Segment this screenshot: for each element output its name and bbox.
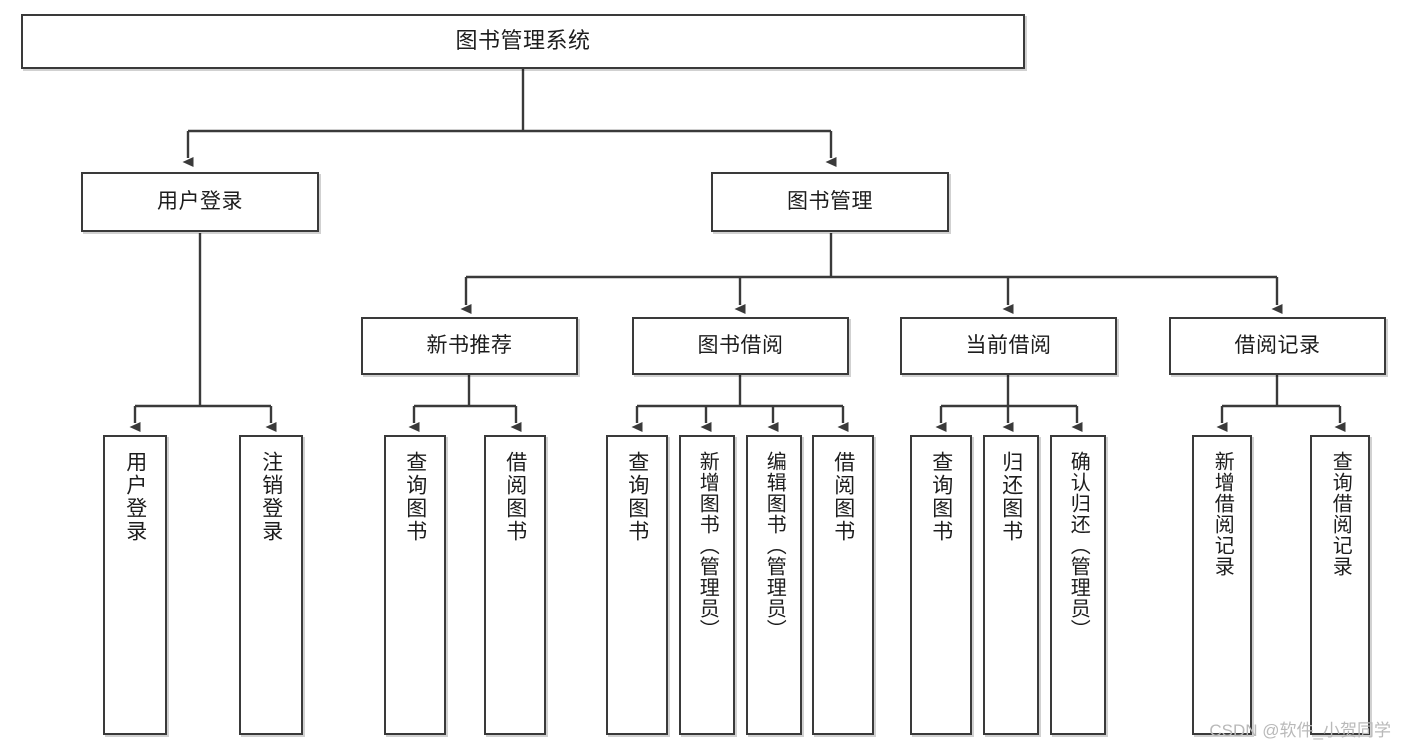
node-label: 查询借阅记录 (1329, 451, 1352, 577)
leaf-query-book-borrow[interactable]: 查询图书 (606, 435, 668, 735)
node-label: 注销登录 (259, 451, 283, 543)
leaf-logout-login[interactable]: 注销登录 (239, 435, 303, 735)
node-label: 新增借阅记录 (1211, 451, 1234, 577)
node-label: 当前借阅 (965, 334, 1052, 358)
leaf-borrow-book-recommend[interactable]: 借阅图书 (484, 435, 546, 735)
node-label: 新书推荐 (426, 334, 513, 358)
node-book-borrow[interactable]: 图书借阅 (632, 317, 849, 375)
node-label: 借阅图书 (503, 451, 527, 543)
node-label: 用户登录 (123, 451, 147, 543)
node-user-login[interactable]: 用户登录 (81, 172, 319, 232)
leaf-query-book-recommend[interactable]: 查询图书 (384, 435, 446, 735)
node-label: 查询图书 (929, 451, 953, 543)
leaf-add-book-admin[interactable]: 新增图书（管理员） (679, 435, 735, 735)
leaf-query-book-current[interactable]: 查询图书 (910, 435, 972, 735)
node-label: 借阅记录 (1234, 334, 1321, 358)
node-label: 归还图书 (999, 451, 1023, 543)
leaf-query-borrow-record[interactable]: 查询借阅记录 (1310, 435, 1370, 735)
leaf-user-login[interactable]: 用户登录 (103, 435, 167, 735)
node-label: 查询图书 (625, 451, 649, 543)
node-label: 图书借阅 (697, 334, 784, 358)
node-new-book-recommend[interactable]: 新书推荐 (361, 317, 578, 375)
leaf-return-book[interactable]: 归还图书 (983, 435, 1039, 735)
node-book-management[interactable]: 图书管理 (711, 172, 949, 232)
leaf-add-borrow-record[interactable]: 新增借阅记录 (1192, 435, 1252, 735)
node-label: 图书管理 (787, 190, 873, 214)
node-label: 查询图书 (403, 451, 427, 543)
node-current-borrow[interactable]: 当前借阅 (900, 317, 1117, 375)
node-label: 编辑图书（管理员） (763, 451, 786, 640)
node-label: 图书管理系统 (455, 28, 591, 54)
leaf-edit-book-admin[interactable]: 编辑图书（管理员） (746, 435, 802, 735)
leaf-confirm-return-admin[interactable]: 确认归还（管理员） (1050, 435, 1106, 735)
node-label: 新增图书（管理员） (696, 451, 719, 640)
csdn-watermark: CSDN @软件_小贺同学 (1209, 721, 1391, 740)
node-label: 借阅图书 (831, 451, 855, 543)
node-root-book-management-system[interactable]: 图书管理系统 (21, 14, 1025, 69)
node-label: 用户登录 (157, 190, 243, 214)
node-label: 确认归还（管理员） (1067, 451, 1090, 640)
leaf-borrow-book[interactable]: 借阅图书 (812, 435, 874, 735)
node-borrow-record[interactable]: 借阅记录 (1169, 317, 1386, 375)
